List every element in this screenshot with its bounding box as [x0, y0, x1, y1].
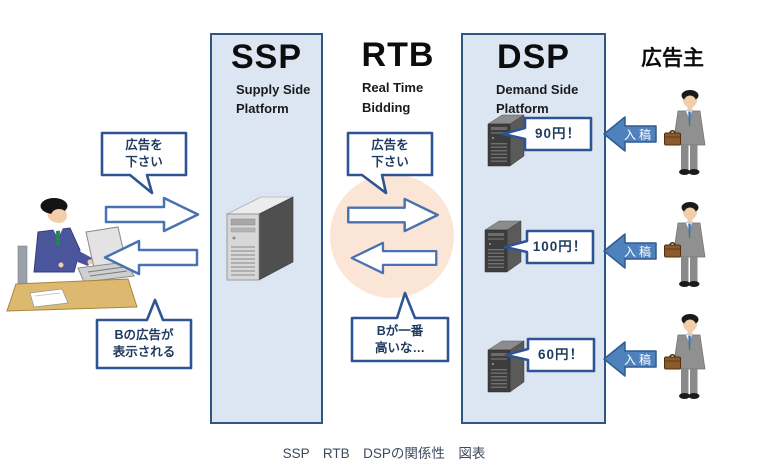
bid-bubble-90: 90円！ [501, 116, 593, 154]
rtb-subtitle: Real Time Bidding [362, 80, 424, 115]
speech-bubble-rtb-decision: Bが一番 高いな… [350, 291, 450, 363]
speech-bubble-shape [346, 131, 434, 195]
diagram-caption: SSP RTB DSPの関係性 図表 [282, 446, 486, 461]
speech-bubble-text: 広告を 下さい [125, 138, 163, 169]
speech-bubble-text: Bが一番 高いな… [374, 323, 425, 355]
businessman-icon [663, 88, 715, 181]
speech-bubble-shape [95, 298, 193, 370]
speech-bubble-shape [350, 291, 450, 363]
submit-arrow-icon: 入稿 [602, 340, 658, 383]
bid-bubble-100: 100円！ [503, 229, 595, 267]
businessman-icon [663, 200, 715, 293]
bid-amount: 90円！ [534, 125, 582, 141]
rtb-highlight-circle [330, 174, 454, 298]
submit-arrow-icon: 入稿 [602, 115, 658, 158]
submit-arrow-icon: 入稿 [602, 232, 658, 275]
bid-amount: 60円！ [537, 346, 585, 362]
submit-arrow-label: 入稿 [623, 352, 654, 367]
speech-bubble-text: Bの広告が 表示される [112, 328, 176, 359]
ssp-subtitle: Supply Side Platform [236, 82, 311, 116]
submit-arrow-label: 入稿 [623, 127, 654, 142]
ssp-title: SSP [230, 38, 303, 76]
rtb-title: RTB [361, 36, 435, 74]
block-arrow-left-icon [348, 241, 440, 280]
bid-amount: 100円！ [532, 238, 588, 254]
speech-bubble-shape [100, 131, 188, 195]
block-arrow-right-icon [104, 196, 200, 238]
speech-bubble-shape [503, 229, 595, 265]
server-icon [484, 110, 528, 173]
dsp-subtitle: Demand Side Platform [496, 82, 579, 116]
submit-arrow-label: 入稿 [623, 244, 654, 259]
speech-bubble-shape [501, 116, 593, 152]
speech-bubble-user-result: Bの広告が 表示される [95, 298, 193, 370]
person-at-desk-icon [4, 194, 139, 329]
block-arrow-right-icon [346, 197, 440, 238]
bid-bubble-60: 60円！ [504, 337, 596, 375]
speech-bubble-text: 広告を 下さい [371, 138, 409, 169]
businessman-icon [663, 312, 715, 405]
speech-bubble-shape [504, 337, 596, 373]
advertiser-heading: 広告主 [641, 47, 704, 70]
block-arrow-left-icon [103, 239, 199, 281]
server-icon [481, 216, 525, 279]
dsp-title: DSP [497, 38, 570, 76]
speech-bubble-rtb-request: 広告を 下さい [346, 131, 434, 197]
tower-server-icon [219, 186, 303, 295]
speech-bubble-user-request: 広告を 下さい [100, 131, 188, 197]
